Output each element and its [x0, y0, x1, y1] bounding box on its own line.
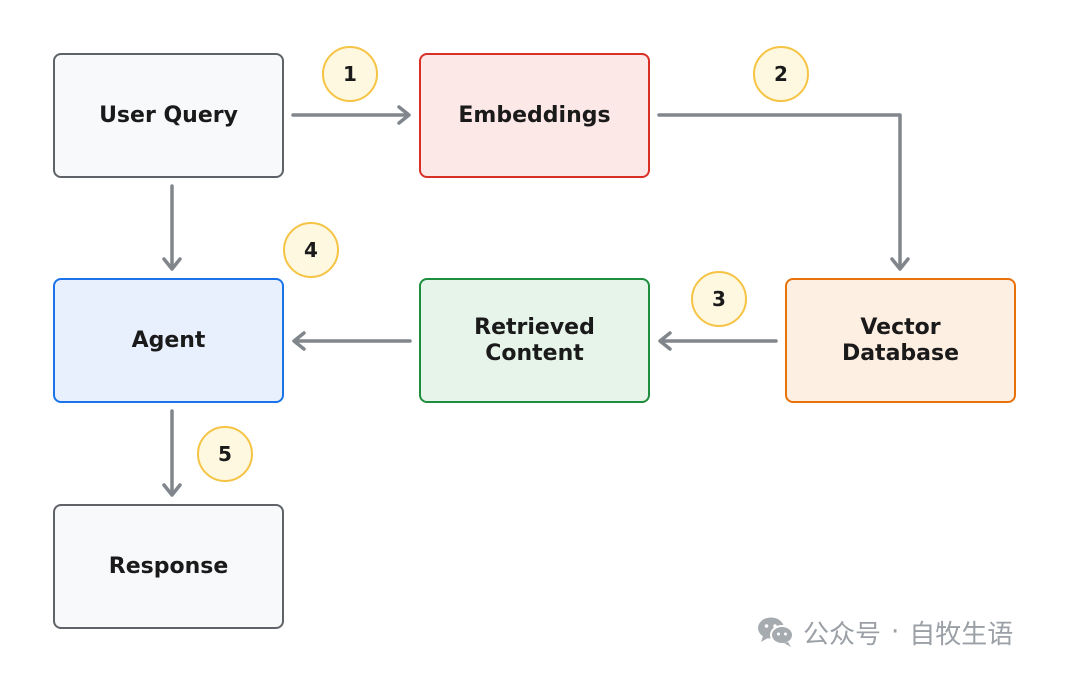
- node-user-query: User Query: [53, 53, 284, 178]
- edge-retrieved-content-to-agent: [292, 331, 412, 351]
- step-badge-4: 4: [283, 222, 339, 278]
- edge-user-query-to-embeddings: [291, 105, 411, 125]
- wechat-icon: [757, 616, 795, 648]
- watermark-name: 自牧生语: [909, 619, 1014, 650]
- node-retrieved-content-label: Retrieved Content: [474, 314, 595, 366]
- watermark-separator: ·: [891, 617, 900, 647]
- step-badge-5: 5: [197, 426, 253, 482]
- node-agent-label: Agent: [131, 327, 206, 353]
- watermark-account: 公众号: [803, 619, 882, 650]
- watermark: 公众号 · 自牧生语: [757, 612, 1013, 652]
- step-badge-1: 1: [322, 46, 378, 102]
- step-badge-2: 2: [753, 46, 809, 102]
- node-embeddings: Embeddings: [419, 53, 650, 178]
- node-response-label: Response: [108, 553, 229, 579]
- node-embeddings-label: Embeddings: [458, 102, 611, 128]
- node-vector-database-label: Vector Database: [841, 314, 960, 366]
- edge-embeddings-to-vector-database: [657, 113, 910, 271]
- step-badge-3: 3: [691, 271, 747, 327]
- node-agent: Agent: [53, 278, 284, 403]
- node-response: Response: [53, 504, 284, 629]
- node-user-query-label: User Query: [99, 102, 238, 128]
- node-retrieved-content: Retrieved Content: [419, 278, 650, 403]
- edge-vector-database-to-retrieved-content: [658, 331, 778, 351]
- edge-user-query-to-agent: [162, 184, 182, 271]
- node-vector-database: Vector Database: [785, 278, 1016, 403]
- edge-agent-to-response: [162, 409, 182, 497]
